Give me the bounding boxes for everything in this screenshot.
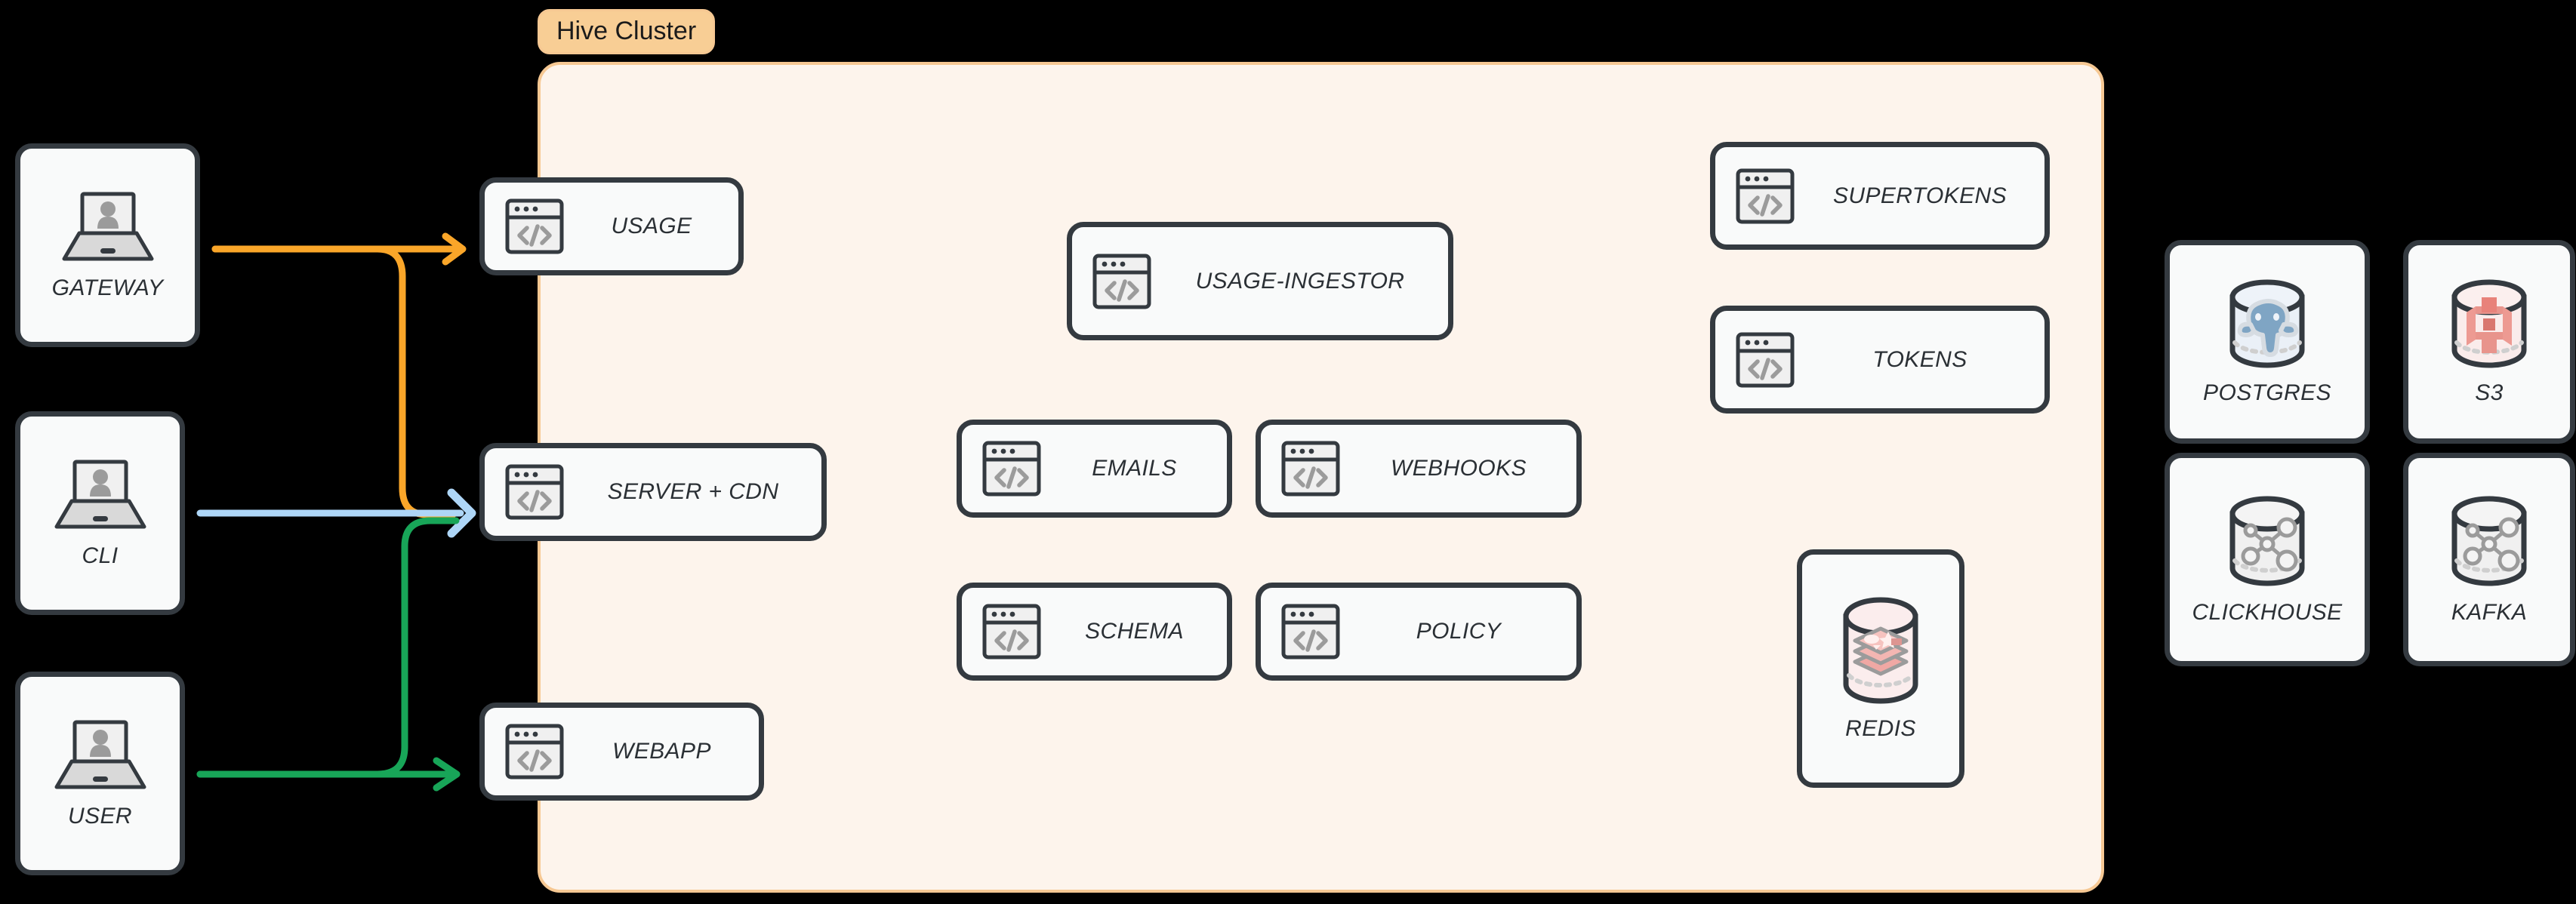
code-window-icon xyxy=(504,463,565,521)
laptop-user-icon xyxy=(57,189,159,268)
datastore-node-kafka[interactable]: KAFKA xyxy=(2403,453,2575,666)
laptop-user-icon xyxy=(49,457,152,536)
s3-cylinder-icon xyxy=(2436,278,2542,373)
client-label: CLI xyxy=(82,543,119,568)
postgres-cylinder-icon xyxy=(2214,278,2320,373)
service-label: SCHEMA xyxy=(1085,619,1184,644)
code-window-icon xyxy=(1280,603,1341,660)
service-node-supertokens[interactable]: SUPERTOKENS xyxy=(1710,142,2050,250)
graph-cylinder-icon xyxy=(2436,494,2542,592)
service-node-policy[interactable]: POLICY xyxy=(1256,583,1582,681)
connection-cli-server-cdn xyxy=(196,488,476,538)
client-node-cli[interactable]: CLI xyxy=(15,411,185,615)
datastore-node-postgres[interactable]: POSTGRES xyxy=(2165,240,2370,444)
code-window-icon xyxy=(1092,253,1152,310)
service-label: EMAILS xyxy=(1092,456,1177,481)
client-node-gateway[interactable]: GATEWAY xyxy=(15,143,200,347)
datastore-label: REDIS xyxy=(1845,716,1916,741)
laptop-user-icon xyxy=(49,718,152,796)
client-label: USER xyxy=(68,804,132,829)
datastore-node-s3[interactable]: S3 xyxy=(2403,240,2575,444)
code-window-icon xyxy=(1735,168,1795,225)
graph-cylinder-icon xyxy=(2214,494,2320,592)
service-node-webapp[interactable]: WEBAPP xyxy=(479,703,764,801)
datastore-label: S3 xyxy=(2475,380,2504,405)
service-label: SERVER + CDN xyxy=(607,479,779,504)
code-window-icon xyxy=(1280,440,1341,497)
service-node-server-cdn[interactable]: SERVER + CDN xyxy=(479,443,827,541)
datastore-label: CLICKHOUSE xyxy=(2192,599,2343,625)
hive-cluster-badge: Hive Cluster xyxy=(538,9,716,54)
service-node-webhooks[interactable]: WEBHOOKS xyxy=(1256,420,1582,518)
service-label: POLICY xyxy=(1416,619,1502,644)
service-label: USAGE xyxy=(611,214,692,238)
service-label: WEBHOOKS xyxy=(1391,456,1527,481)
connection-gateway-server-cdn xyxy=(211,245,457,518)
code-window-icon xyxy=(1735,331,1795,389)
datastore-label: POSTGRES xyxy=(2203,380,2331,405)
code-window-icon xyxy=(504,723,565,780)
datastore-node-redis[interactable]: REDIS xyxy=(1797,549,1964,788)
connection-user-server-cdn xyxy=(196,517,460,778)
service-node-schema[interactable]: SCHEMA xyxy=(957,583,1232,681)
code-window-icon xyxy=(981,603,1042,660)
service-node-tokens[interactable]: TOKENS xyxy=(1710,306,2050,414)
datastore-label: KAFKA xyxy=(2451,599,2528,625)
service-label: TOKENS xyxy=(1872,346,1967,372)
service-label: SUPERTOKENS xyxy=(1832,183,2007,208)
service-node-emails[interactable]: EMAILS xyxy=(957,420,1232,518)
service-label: WEBAPP xyxy=(612,739,711,764)
connection-user-webapp xyxy=(196,757,461,792)
datastore-node-clickhouse[interactable]: CLICKHOUSE xyxy=(2165,453,2370,666)
connection-gateway-usage xyxy=(211,232,467,266)
service-node-usage-ingestor[interactable]: USAGE-INGESTOR xyxy=(1067,222,1453,340)
code-window-icon xyxy=(981,440,1042,497)
redis-cylinder-icon xyxy=(1832,595,1929,709)
client-node-user[interactable]: USER xyxy=(15,672,185,875)
service-label: USAGE-INGESTOR xyxy=(1195,268,1405,294)
service-node-usage[interactable]: USAGE xyxy=(479,177,744,275)
client-label: GATEWAY xyxy=(51,275,164,300)
code-window-icon xyxy=(504,198,565,255)
